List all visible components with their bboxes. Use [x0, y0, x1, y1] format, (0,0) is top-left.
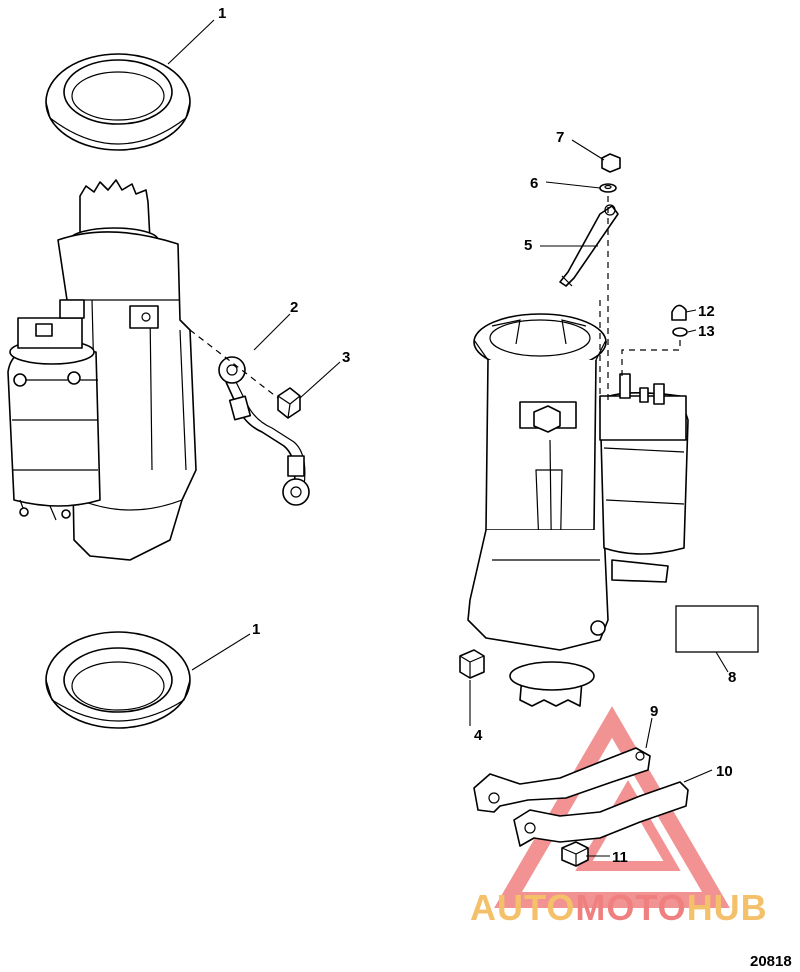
watermark-text-auto: AUTO: [470, 887, 575, 928]
callout-7: 7: [556, 129, 564, 146]
callout-3: 3: [342, 349, 350, 366]
washer-13: [672, 327, 688, 337]
callout-10: 10: [716, 763, 733, 780]
nut-7: [601, 153, 621, 173]
clip-4: [459, 649, 485, 679]
callout-1-upper: 1: [218, 5, 226, 22]
callout-11: 11: [612, 849, 628, 866]
callout-8: 8: [728, 669, 736, 686]
callout-2: 2: [290, 299, 298, 316]
watermark-text-hub: HUB: [687, 887, 768, 928]
callout-9: 9: [650, 703, 658, 720]
ring-upper: [45, 53, 191, 151]
bolt-11: [561, 841, 589, 867]
callout-1-lower: 1: [252, 621, 260, 638]
starter-motor-right: [467, 313, 689, 707]
cap-nut-12: [671, 304, 687, 321]
watermark-text: AUTOMOTOHUB: [470, 887, 768, 928]
callout-6: 6: [530, 175, 538, 192]
part-8-box: [675, 605, 759, 653]
callout-13: 13: [698, 323, 715, 340]
watermark-text-moto: MOTO: [575, 887, 686, 928]
washer-6: [599, 183, 617, 193]
ring-lower: [45, 631, 191, 729]
bolt-3: [277, 387, 301, 419]
ground-cable: [218, 356, 310, 506]
callout-5: 5: [524, 237, 532, 254]
bracket-9-10: [473, 747, 689, 847]
starter-motor-left: [7, 179, 197, 561]
callout-4: 4: [474, 727, 483, 744]
document-number: 20818: [750, 953, 792, 970]
callout-12: 12: [698, 303, 715, 320]
